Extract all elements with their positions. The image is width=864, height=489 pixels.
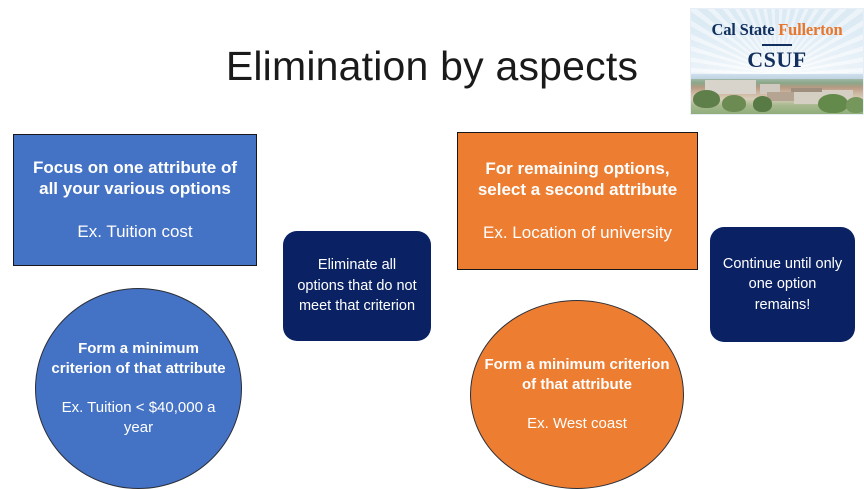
step-1-circle-example: Ex. Tuition < $40,000 a year bbox=[61, 398, 216, 436]
photo-tree-3 bbox=[752, 96, 772, 112]
step-2-example: Ex. Location of university bbox=[483, 223, 672, 243]
photo-building-tall bbox=[704, 79, 757, 95]
logo-sky-background bbox=[691, 9, 863, 75]
step-2-criterion-circle[interactable]: Form a minimum criterion of that attribu… bbox=[470, 300, 684, 489]
logo-sunburst-rays bbox=[691, 9, 863, 75]
logo-wordmark: Cal State Fullerton bbox=[691, 20, 863, 40]
step-1-criterion-circle[interactable]: Form a minimum criterion of that attribu… bbox=[35, 288, 242, 489]
photo-tree-1 bbox=[692, 90, 721, 109]
csuf-logo: Cal State Fullerton CSUF bbox=[690, 8, 864, 115]
note-continue-text: Continue until only one option remains! bbox=[722, 255, 843, 313]
step-2-circle-heading: Form a minimum criterion of that attribu… bbox=[484, 356, 670, 394]
photo-tree-2 bbox=[721, 94, 747, 112]
logo-campus-photo bbox=[691, 74, 863, 114]
logo-acronym: CSUF bbox=[747, 47, 807, 72]
note-eliminate-options[interactable]: Eliminate all options that do not meet t… bbox=[283, 231, 431, 341]
photo-building-mid bbox=[759, 83, 781, 95]
logo-wordmark-calstate: Cal State bbox=[711, 20, 779, 39]
step-2-heading: For remaining options, select a second a… bbox=[477, 158, 678, 199]
step-1-attribute-box[interactable]: Focus on one attribute of all your vario… bbox=[13, 134, 257, 266]
photo-tree-4 bbox=[818, 94, 848, 114]
step-2-circle-example: Ex. West coast bbox=[527, 414, 627, 432]
note-eliminate-text: Eliminate all options that do not meet t… bbox=[297, 257, 417, 315]
step-1-circle-heading: Form a minimum criterion of that attribu… bbox=[51, 340, 226, 378]
logo-wordmark-fullerton: Fullerton bbox=[778, 20, 843, 39]
note-continue-until-one[interactable]: Continue until only one option remains! bbox=[710, 227, 855, 342]
step-1-heading: Focus on one attribute of all your vario… bbox=[33, 157, 237, 198]
photo-roof-left bbox=[766, 92, 812, 102]
step-2-attribute-box[interactable]: For remaining options, select a second a… bbox=[457, 132, 698, 270]
logo-divider-rule bbox=[762, 44, 792, 46]
photo-tree-5 bbox=[845, 97, 863, 114]
step-1-example: Ex. Tuition cost bbox=[77, 222, 193, 242]
photo-roof-right bbox=[790, 88, 822, 93]
page-title: Elimination by aspects bbox=[225, 43, 639, 89]
